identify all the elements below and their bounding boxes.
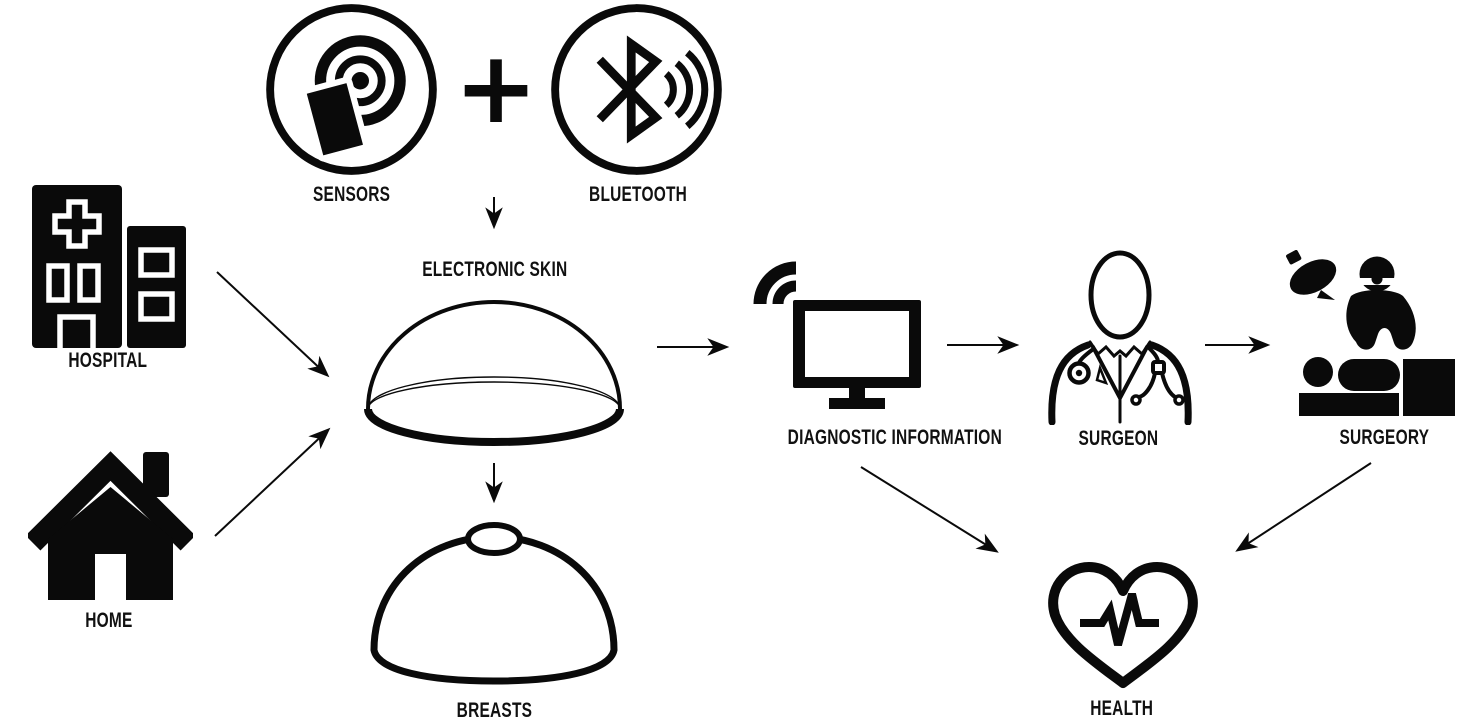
house-icon	[28, 450, 193, 612]
heartbeat-heart-icon	[1038, 552, 1208, 704]
arrow-diagnostic-to-health	[860, 466, 999, 553]
electronic-skin-label: ELECTRONIC SKIN	[422, 257, 568, 281]
arrow-home-to-skin	[214, 427, 331, 537]
wireless-monitor-icon	[748, 260, 928, 415]
dome-icon	[363, 297, 625, 453]
bluetooth-icon	[549, 2, 724, 177]
doctor-icon	[1040, 250, 1200, 425]
operation-icon	[1285, 250, 1457, 422]
arrow-surgery-to-health	[1235, 462, 1372, 552]
sensor-tag-icon	[264, 2, 439, 177]
surgery-label: SURGEORY	[1339, 425, 1429, 449]
breast-dome-icon	[363, 522, 625, 694]
plus-operator: +	[454, 29, 538, 146]
home-label: HOME	[85, 608, 133, 632]
hospital-building-icon	[30, 182, 188, 350]
surgeon-label: SURGEON	[1078, 426, 1158, 450]
arrow-hospital-to-skin	[216, 271, 330, 378]
sensors-label: SENSORS	[313, 182, 391, 206]
hospital-label: HOSPITAL	[68, 348, 148, 372]
bluetooth-label: BLUETOOTH	[589, 182, 687, 206]
health-label: HEALTH	[1090, 696, 1154, 720]
diagnostic-information-label: DIAGNOSTIC INFORMATION	[787, 425, 1002, 449]
breasts-label: BREASTS	[456, 698, 532, 722]
